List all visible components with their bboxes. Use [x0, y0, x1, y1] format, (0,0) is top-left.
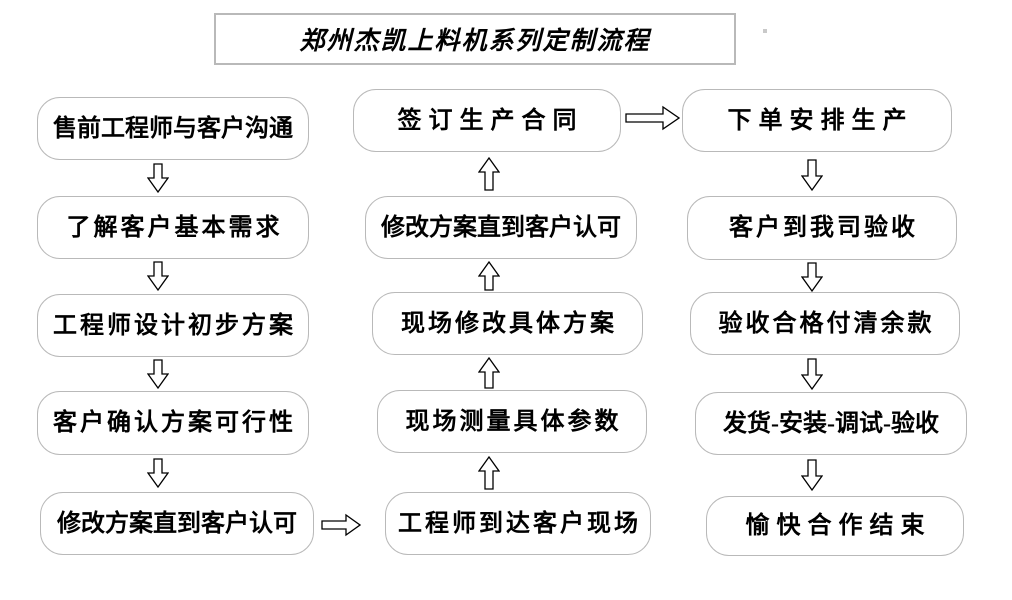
up-arrow-icon	[478, 456, 500, 490]
down-arrow-icon	[147, 261, 169, 291]
down-arrow-icon	[801, 159, 823, 191]
flow-step-label: 修改方案直到客户认可	[381, 214, 621, 241]
flow-step-revise-until-approved-2: 修改方案直到客户认可	[365, 196, 637, 259]
flow-step-label: 售前工程师与客户沟通	[53, 115, 293, 142]
flow-step-customer-acceptance: 客户到我司验收	[687, 196, 957, 260]
up-arrow-icon	[478, 157, 500, 191]
flow-step-label: 验收合格付清余款	[718, 310, 935, 337]
flow-step-label: 签订生产合同	[397, 107, 584, 134]
flow-step-label: 下单安排生产	[727, 107, 914, 134]
flow-step-label: 现场修改具体方案	[401, 310, 617, 337]
flowchart-title-box: 郑州杰凯上料机系列定制流程	[214, 13, 736, 65]
up-arrow-icon	[478, 261, 500, 291]
flow-step-place-order: 下单安排生产	[682, 89, 952, 152]
flow-step-label: 修改方案直到客户认可	[57, 510, 297, 537]
flow-step-label: 发货-安装-调试-验收	[723, 410, 939, 437]
down-arrow-icon	[801, 358, 823, 390]
up-arrow-icon	[478, 357, 500, 389]
flow-step-sign-contract: 签订生产合同	[353, 89, 621, 152]
flow-step-label: 客户到我司验收	[729, 215, 918, 241]
down-arrow-icon	[801, 262, 823, 292]
flow-step-label: 了解客户基本需求	[66, 214, 283, 241]
flowchart-title: 郑州杰凯上料机系列定制流程	[299, 28, 651, 55]
right-arrow-icon	[625, 105, 680, 131]
down-arrow-icon	[147, 359, 169, 389]
right-arrow-icon	[321, 512, 361, 538]
flow-step-label: 工程师设计初步方案	[53, 312, 296, 339]
flow-step-presales-communication: 售前工程师与客户沟通	[37, 97, 309, 160]
flow-step-ship-install-debug-accept: 发货-安装-调试-验收	[695, 392, 967, 455]
stray-dot	[763, 29, 767, 33]
flow-step-label: 工程师到达客户现场	[398, 510, 641, 537]
down-arrow-icon	[147, 458, 169, 488]
flow-step-label: 现场测量具体参数	[405, 408, 622, 435]
flow-step-pay-balance: 验收合格付清余款	[690, 292, 960, 355]
flow-step-label: 客户确认方案可行性	[53, 410, 296, 436]
down-arrow-icon	[147, 163, 169, 193]
flow-step-modify-onsite-plan: 现场修改具体方案	[372, 292, 643, 355]
flow-step-preliminary-design: 工程师设计初步方案	[37, 294, 309, 357]
flow-step-confirm-feasibility: 客户确认方案可行性	[37, 391, 309, 455]
flow-step-engineer-arrives-site: 工程师到达客户现场	[385, 492, 651, 555]
down-arrow-icon	[801, 459, 823, 491]
flow-step-understand-needs: 了解客户基本需求	[37, 196, 309, 259]
flow-step-measure-parameters: 现场测量具体参数	[377, 390, 647, 453]
flow-step-cooperation-end: 愉快合作结束	[706, 496, 964, 556]
flow-step-label: 愉快合作结束	[745, 513, 932, 539]
flow-step-revise-until-approved: 修改方案直到客户认可	[40, 492, 314, 555]
